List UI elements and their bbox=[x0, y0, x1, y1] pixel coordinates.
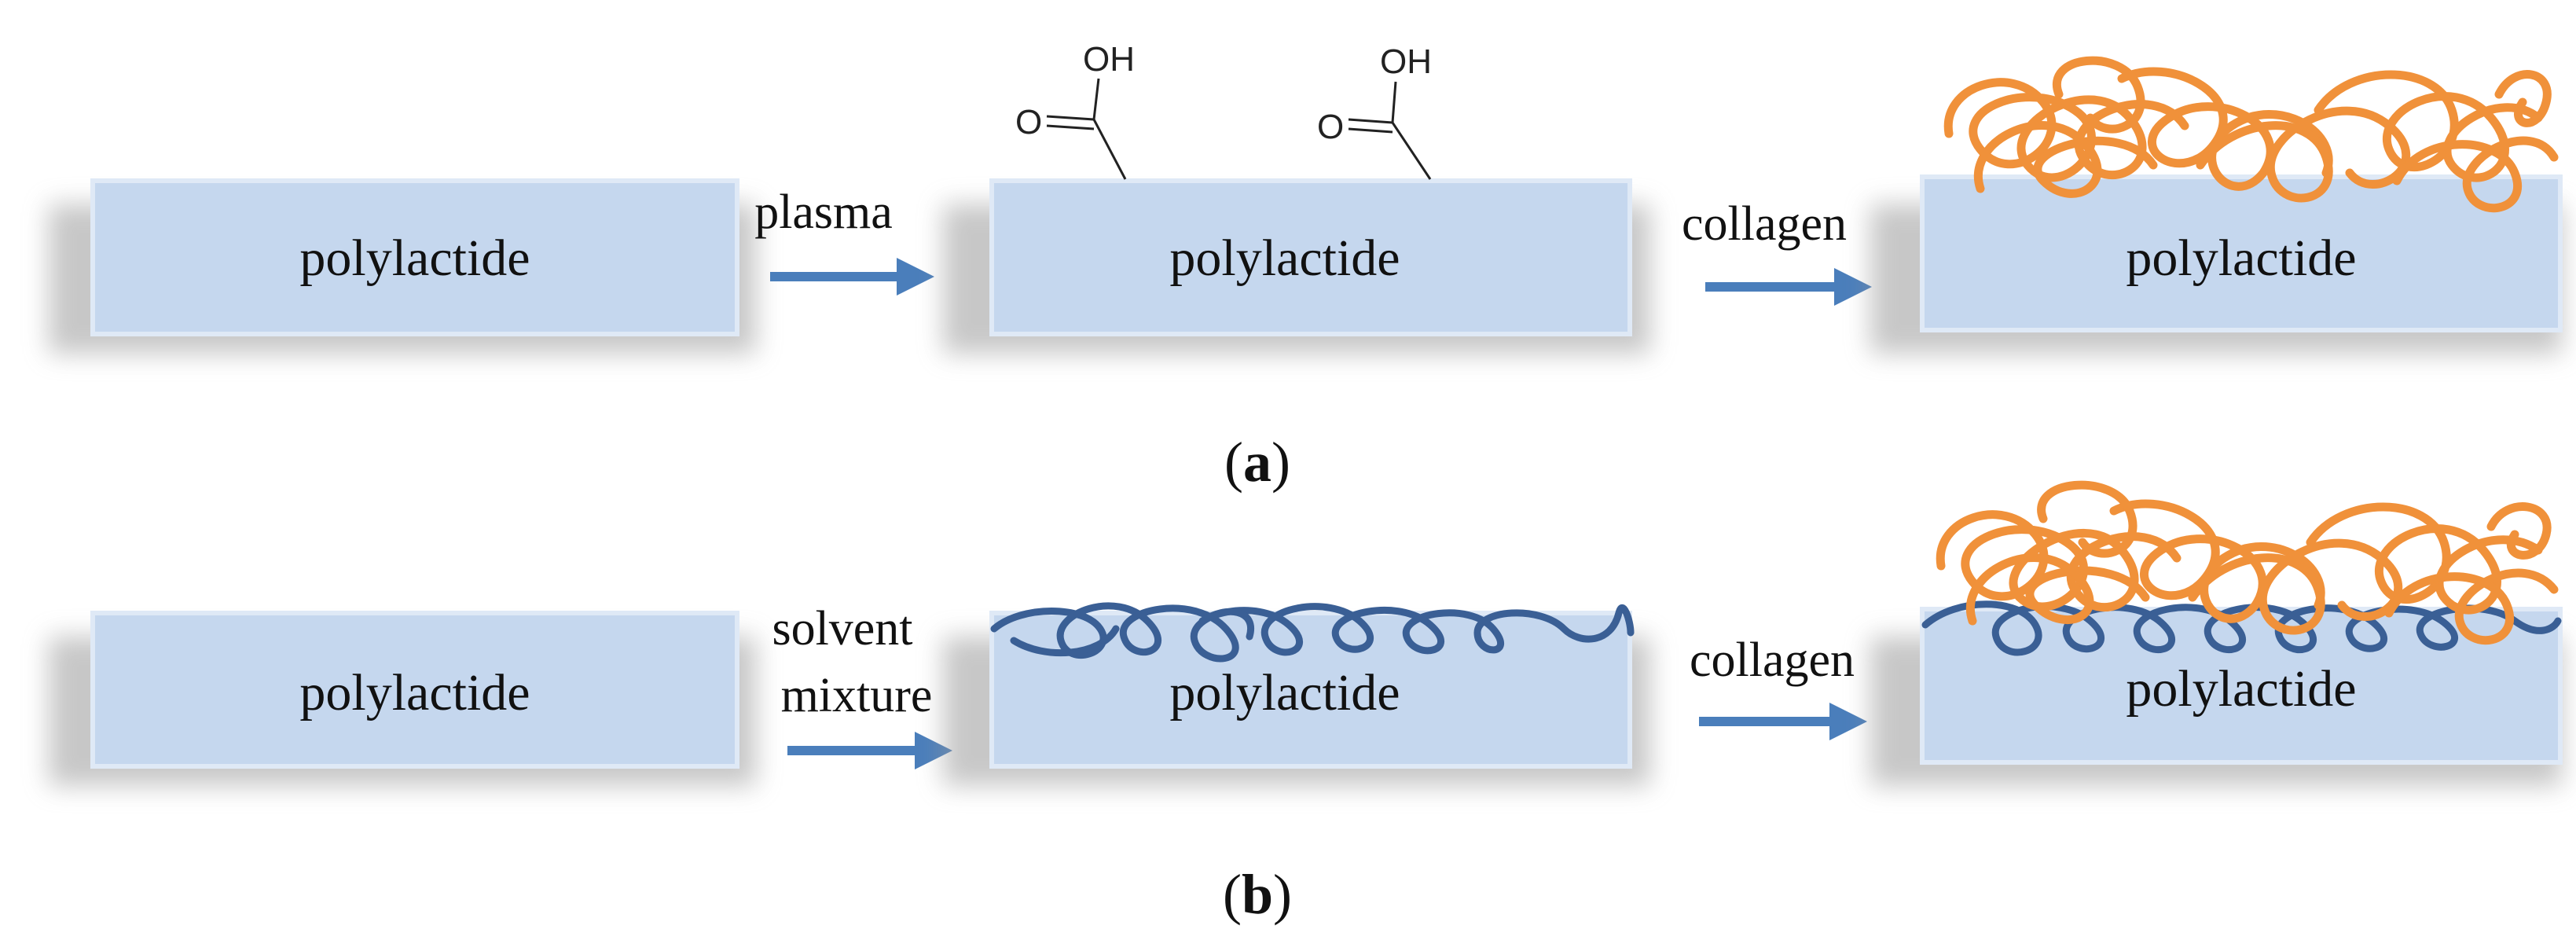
panel-a: polylactide plasma polylactide OH O OH bbox=[49, 40, 2563, 494]
slab-label: polylactide bbox=[2126, 660, 2356, 718]
slab-label: polylactide bbox=[299, 229, 530, 287]
panel-b: polylactide solvent mixture polylactide … bbox=[49, 480, 2563, 926]
step-arrow-collagen: collagen bbox=[1690, 633, 1867, 740]
carboxyl-group-1: OH O bbox=[1015, 40, 1135, 180]
step-label: plasma bbox=[754, 185, 893, 239]
slab-a3: polylactide bbox=[1870, 56, 2563, 354]
carboxyl-group-2: OH O bbox=[1317, 42, 1432, 180]
step-label: collagen bbox=[1682, 197, 1847, 251]
slab-b1: polylactide bbox=[49, 611, 756, 786]
step-label-line-2: mixture bbox=[781, 669, 933, 722]
slab-b3: polylactide bbox=[1870, 480, 2563, 786]
step-label: collagen bbox=[1690, 633, 1855, 687]
step-arrow-solvent-mixture: solvent mixture bbox=[772, 602, 952, 769]
collagen-fibers bbox=[1936, 480, 2559, 645]
panel-label-b: (b) bbox=[1223, 863, 1292, 926]
slab-label: polylactide bbox=[2126, 229, 2356, 287]
oxygen-label: O bbox=[1015, 103, 1042, 141]
step-arrow-collagen: collagen bbox=[1682, 197, 1872, 306]
slab-label: polylactide bbox=[299, 664, 530, 722]
hydroxyl-label: OH bbox=[1380, 42, 1432, 81]
oxygen-label: O bbox=[1317, 108, 1344, 146]
step-label-line-1: solvent bbox=[772, 602, 912, 655]
polymer-chain bbox=[990, 602, 1635, 663]
slab-label: polylactide bbox=[1169, 229, 1400, 287]
panel-label-a: (a) bbox=[1224, 431, 1290, 494]
slab-b2: polylactide bbox=[943, 602, 1650, 786]
hydroxyl-label: OH bbox=[1083, 40, 1135, 79]
collagen-fibers bbox=[1943, 56, 2559, 213]
slab-a2: polylactide OH O OH O bbox=[943, 40, 1650, 354]
slab-label: polylactide bbox=[1169, 664, 1400, 722]
step-arrow-plasma: plasma bbox=[754, 185, 934, 296]
slab-a1: polylactide bbox=[49, 178, 756, 354]
